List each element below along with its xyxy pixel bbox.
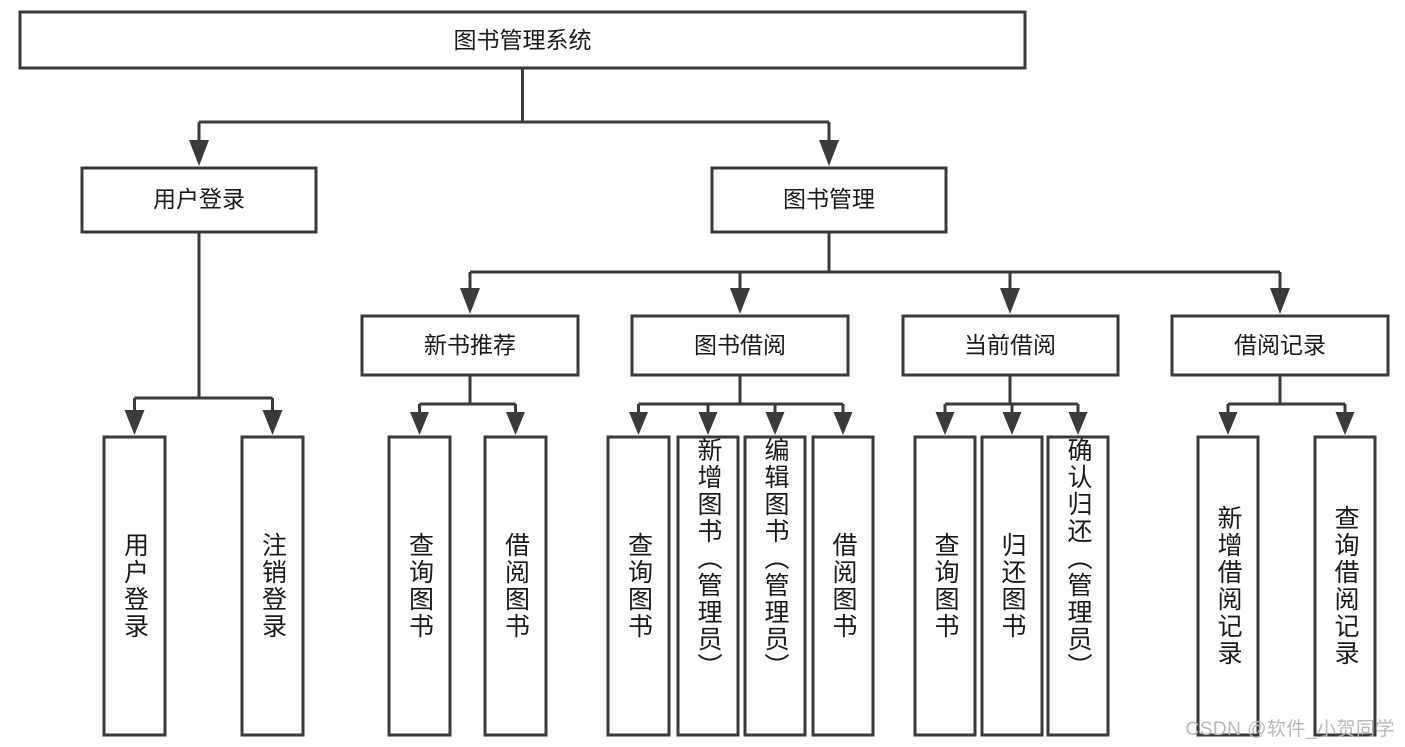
node-book-borrow[interactable]: 图书借阅 <box>630 314 850 377</box>
leaf-boxes-layer <box>102 435 1377 737</box>
arrowhead-leaf-user-login <box>124 410 145 435</box>
node-new-book-recommend[interactable]: 新书推荐 <box>360 314 580 377</box>
node-borrow-record[interactable]: 借阅记录 <box>1170 314 1390 377</box>
node-book-borrow-box[interactable] <box>630 314 850 377</box>
leaf-add-book-admin-box[interactable] <box>676 435 740 737</box>
arrowhead-leaf-borrow-book-recommend <box>506 412 525 435</box>
arrowhead-leaf-query-book-recommend <box>410 412 429 435</box>
leaf-query-book-current-box[interactable] <box>913 435 977 737</box>
leaf-query-book-borrow-box[interactable] <box>606 435 671 737</box>
node-user-login[interactable]: 用户登录 <box>80 166 318 234</box>
node-borrow-record-label: 借阅记录 <box>1234 332 1326 358</box>
node-user-login-box[interactable] <box>80 166 318 234</box>
leaf-user-login-box[interactable] <box>102 435 167 737</box>
arrowhead-leaf-add-book-admin <box>698 412 718 435</box>
node-book-manage-box[interactable] <box>710 166 948 234</box>
node-current-borrow[interactable]: 当前借阅 <box>901 314 1120 377</box>
csdn-watermark: CSDN @软件_小贺同学 <box>1185 719 1395 740</box>
arrowhead-leaf-user-logout <box>262 410 283 435</box>
node-book-borrow-label: 图书借阅 <box>694 332 786 358</box>
node-new-book-recommend-box[interactable] <box>360 314 580 377</box>
leaf-user-logout-box[interactable] <box>240 435 305 737</box>
leaf-query-book-recommend-box[interactable] <box>387 435 452 737</box>
arrowhead-book-manage <box>819 140 839 166</box>
node-new-book-recommend-label: 新书推荐 <box>424 332 516 358</box>
arrowhead-leaf-query-book-current <box>935 412 955 435</box>
node-current-borrow-label: 当前借阅 <box>964 332 1056 358</box>
node-book-manage[interactable]: 图书管理 <box>710 166 948 234</box>
arrowhead-borrow-record <box>1270 288 1290 314</box>
node-book-manage-label: 图书管理 <box>783 186 875 212</box>
leaf-borrow-book-recommend-box[interactable] <box>483 435 548 737</box>
node-current-borrow-box[interactable] <box>901 314 1120 377</box>
leaf-confirm-return-admin-box[interactable] <box>1046 435 1110 737</box>
arrowhead-leaf-query-book-borrow <box>629 412 648 435</box>
leaf-return-book-box[interactable] <box>980 435 1044 737</box>
leaf-query-borrow-record-box[interactable] <box>1313 435 1377 737</box>
arrowhead-leaf-confirm-return-admin <box>1068 412 1088 435</box>
arrowhead-leaf-borrow-book <box>833 412 853 435</box>
arrowhead-user-login <box>189 140 209 166</box>
node-user-login-label: 用户登录 <box>153 186 245 212</box>
node-root[interactable]: 图书管理系统 <box>18 10 1027 70</box>
arrowhead-book-borrow <box>730 288 750 314</box>
arrowhead-leaf-edit-book-admin <box>765 412 785 435</box>
leaf-add-borrow-record-box[interactable] <box>1196 435 1260 737</box>
arrowhead-leaf-return-book <box>1002 412 1022 435</box>
node-root-box[interactable] <box>18 10 1027 70</box>
arrowhead-leaf-query-borrow-record <box>1335 412 1355 435</box>
node-root-label: 图书管理系统 <box>454 27 592 53</box>
leaf-borrow-book-box[interactable] <box>811 435 875 737</box>
node-borrow-record-box[interactable] <box>1170 314 1390 377</box>
arrowhead-new-book-recommend <box>460 288 480 314</box>
leaf-edit-book-admin-box[interactable] <box>743 435 807 737</box>
arrowhead-leaf-add-borrow-record <box>1218 412 1238 435</box>
arrowhead-current-borrow <box>1000 288 1020 314</box>
connector-layer <box>124 68 1355 435</box>
